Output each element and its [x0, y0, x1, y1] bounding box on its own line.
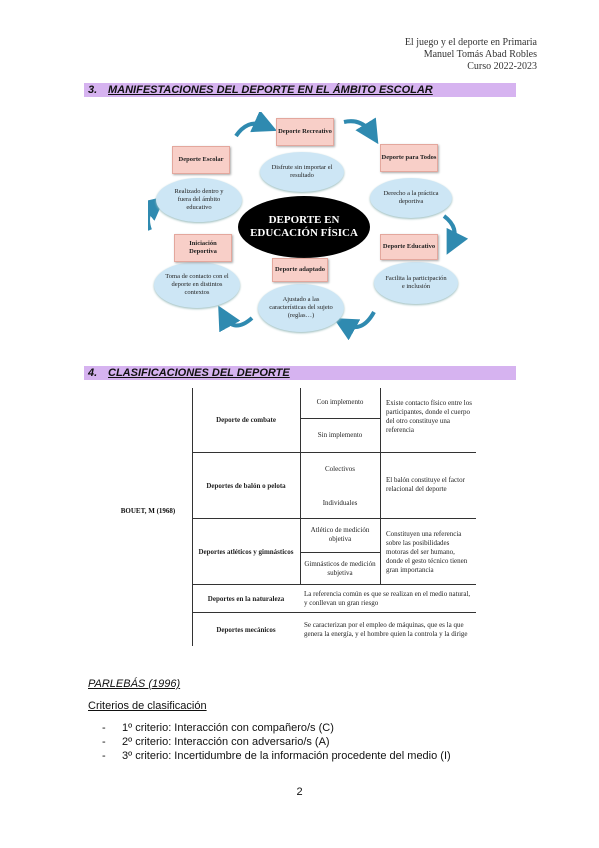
- cycle-arrow: [148, 196, 166, 231]
- bubble-recreativo: Disfrute sin importar el resultado: [260, 152, 344, 192]
- row-desc: Se caracterizan por el empleo de máquina…: [304, 621, 468, 638]
- section-4-number: 4.: [88, 367, 98, 379]
- parlebas-heading: PARLEBÁS (1996): [88, 678, 181, 690]
- classification-author: BOUET, M (1968): [120, 507, 176, 515]
- row-sub: Con implemento: [316, 397, 364, 406]
- row-desc: El balón constituye el factor relacional…: [386, 476, 465, 493]
- row-label: Deportes de balón o pelota: [206, 481, 286, 490]
- box-adaptado: Deporte adaptado: [272, 258, 328, 282]
- header-course-title: El juego y el deporte en Primaria: [404, 37, 537, 48]
- bubble-escolar: Realizado dentro y fuera del ámbito educ…: [156, 178, 242, 222]
- box-iniciacion: Iniciación Deportiva: [174, 234, 232, 262]
- table-row: Deportes atléticos y gimnásticos Atlétic…: [192, 518, 476, 585]
- bubble-iniciacion: Toma de contacto con el deporte en disti…: [154, 262, 240, 308]
- diagram-center: DEPORTE EN EDUCACIÓN FÍSICA: [238, 196, 370, 258]
- cycle-arrow: [333, 310, 376, 340]
- section-3-heading: 3. MANIFESTACIONES DEL DEPORTE EN EL ÁMBI…: [84, 83, 516, 97]
- table-row: Deportes en la naturaleza La referencia …: [192, 584, 476, 613]
- section-3-title: MANIFESTACIONES DEL DEPORTE EN EL ÁMBITO…: [108, 84, 433, 96]
- row-sub: Individuales: [322, 498, 358, 507]
- row-label: Deporte de combate: [216, 415, 276, 424]
- table-divider: [380, 388, 381, 584]
- table-border: [192, 388, 193, 646]
- page-number: 2: [296, 786, 303, 798]
- criteria-text: 1º criterio: Interacción con compañero/s…: [122, 722, 334, 734]
- row-desc: La referencia común es que se realizan e…: [304, 590, 471, 607]
- row-label: Deportes atléticos y gimnásticos: [198, 547, 294, 556]
- row-desc: Constituyen una referencia sobre las pos…: [386, 529, 468, 574]
- bullet: -: [102, 750, 106, 762]
- bullet: -: [102, 722, 106, 734]
- table-divider: [300, 388, 301, 584]
- criteria-item: - 1º criterio: Interacción con compañero/…: [102, 722, 334, 734]
- row-desc: Existe contacto físico entre los partici…: [386, 399, 472, 434]
- diagram-arrows: [148, 112, 469, 340]
- bubble-educativo: Facilita la participación e inclusión: [374, 262, 458, 304]
- criteria-text: 3º criterio: Incertidumbre de la informa…: [122, 750, 451, 762]
- table-row: Deportes de balón o pelota Colectivos In…: [192, 452, 476, 519]
- table-row: Deporte de combate Con implemento Sin im…: [192, 388, 476, 452]
- box-recreativo: Deporte Recreativo: [276, 118, 334, 146]
- sport-manifestations-diagram: DEPORTE EN EDUCACIÓN FÍSICA Disfrute sin…: [148, 112, 474, 340]
- row-label: Deportes en la naturaleza: [207, 594, 285, 603]
- criteria-text: 2º criterio: Interacción con adversario/…: [122, 736, 330, 748]
- cycle-arrow: [442, 214, 469, 255]
- section-4-heading: 4. CLASIFICACIONES DEL DEPORTE: [84, 366, 516, 380]
- bullet: -: [102, 736, 106, 748]
- row-sub: Colectivos: [325, 464, 355, 473]
- box-escolar: Deporte Escolar: [172, 146, 230, 174]
- section-3-number: 3.: [88, 84, 98, 96]
- header-year: Curso 2022-2023: [467, 61, 537, 72]
- cycle-arrow: [234, 112, 277, 138]
- box-educativo: Deporte Educativo: [380, 234, 438, 260]
- sub-divider: [300, 418, 380, 419]
- criteria-item: - 2º criterio: Interacción con adversario…: [102, 736, 330, 748]
- bubble-adaptado: Ajustado a las características del sujet…: [258, 284, 344, 332]
- row-sub: Gimnásticos de medición subjetiva: [304, 560, 376, 577]
- bubble-para-todos: Derecho a la práctica deportiva: [370, 178, 452, 218]
- row-label: Deportes mecánicos: [216, 625, 276, 634]
- document-header: El juego y el deporte en Primaria Manuel…: [405, 37, 537, 73]
- criteria-heading: Criterios de clasificación: [88, 700, 207, 712]
- row-sub: Atlético de medición objetiva: [310, 526, 370, 543]
- criteria-item: - 3º criterio: Incertidumbre de la inform…: [102, 750, 451, 762]
- section-4-title: CLASIFICACIONES DEL DEPORTE: [108, 367, 290, 379]
- cycle-arrow: [218, 305, 254, 333]
- row-sub: Sin implemento: [317, 430, 363, 439]
- table-row: Deportes mecánicos Se caracterizan por e…: [192, 612, 476, 647]
- cycle-arrow: [343, 117, 379, 145]
- sub-divider: [300, 552, 380, 553]
- header-author: Manuel Tomás Abad Robles: [423, 49, 537, 60]
- box-para-todos: Deporte para Todos: [380, 144, 438, 172]
- classification-table: Deporte de combate Con implemento Sin im…: [192, 388, 476, 646]
